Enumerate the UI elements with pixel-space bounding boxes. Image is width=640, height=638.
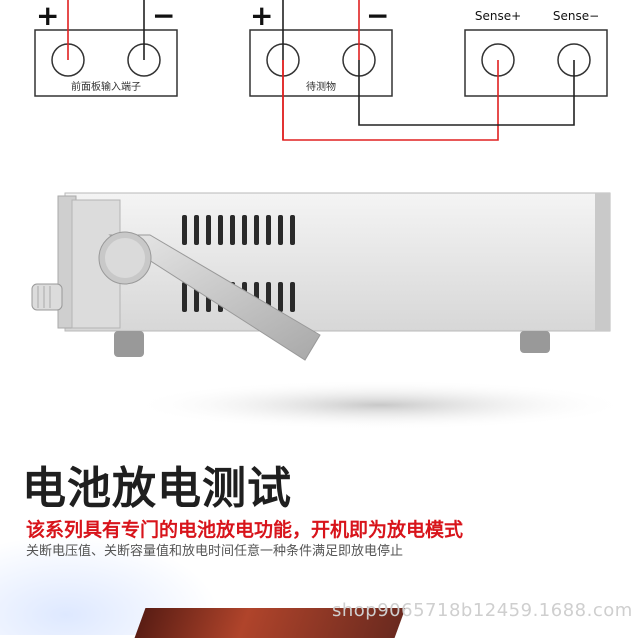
wiring-diagram: + − 前面板输入端子 + − 待测物 Sense+ Sense− <box>34 0 608 141</box>
watermark-text: shop9065718b12459.1688.com <box>332 600 633 621</box>
sense-minus-label: Sense− <box>553 9 599 23</box>
page-subtitle: 该系列具有专门的电池放电功能，开机即为放电模式 <box>26 519 464 541</box>
sense-minus-wire <box>358 60 575 126</box>
dut-box: + − 待测物 <box>249 0 393 97</box>
minus-sign-1: − <box>152 0 175 32</box>
front-panel-terminal-box: + − 前面板输入端子 <box>34 0 178 97</box>
vent-slots-top <box>182 215 295 245</box>
plus-sign-2: + <box>250 0 273 32</box>
sense-plus-label: Sense+ <box>475 9 521 23</box>
page-title: 电池放电测试 <box>22 463 292 514</box>
front-knob <box>31 283 63 311</box>
device-feet <box>114 331 550 357</box>
page-description: 关断电压值、关断容量值和放电时间任意一种条件满足即放电停止 <box>26 544 404 559</box>
dut-label: 待测物 <box>306 80 336 93</box>
minus-sign-2: − <box>366 0 389 32</box>
terminal-front-label: 前面板输入端子 <box>71 80 141 93</box>
sense-box: Sense+ Sense− <box>464 9 608 97</box>
electronic-load-device <box>31 192 630 430</box>
plus-sign-1: + <box>36 0 59 32</box>
carry-handle <box>98 231 321 361</box>
